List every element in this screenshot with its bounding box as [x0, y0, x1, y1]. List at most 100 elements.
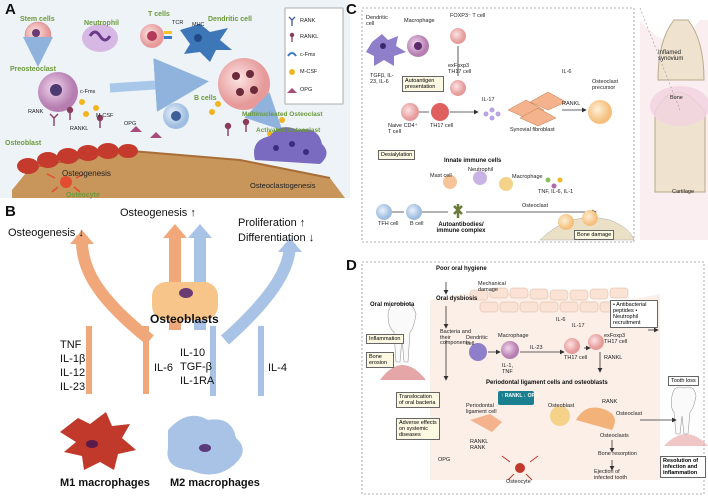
label-cfms: c-Fms [80, 89, 96, 95]
d-label-pdl-cell: Periodontal ligament cell [466, 403, 497, 415]
c-box-desialylation: Desialylation [378, 150, 416, 161]
panel-d-frame [361, 261, 705, 495]
label-b-cells: B cells [194, 95, 217, 102]
d-label-osteoblast: Osteoblast [548, 403, 575, 409]
c-label-tfh: TFH cell [378, 221, 399, 227]
d-step-ejection: Ejection of infected tooth [594, 469, 628, 481]
panel-b-letter: B [5, 203, 16, 220]
c-macrophage-2 [499, 177, 513, 191]
label-osteogenesis-down: Osteogenesis ↓ [8, 227, 84, 239]
m2-macrophage-shape [167, 415, 243, 475]
label-mcsf-a: M-CSF [96, 113, 114, 119]
preosteoclast-cell [38, 72, 78, 112]
label-preosteoclast: Preosteoclast [10, 66, 56, 73]
c-label-il6: IL-6 [562, 69, 572, 75]
label-neutrophil: Neutrophil [84, 20, 119, 27]
opg-markers [130, 126, 162, 138]
osteoblast-row [17, 143, 138, 174]
c-label-tnf: TNF, IL-6, IL-1 [538, 189, 574, 195]
cytokine-il4: IL-4 [268, 362, 287, 374]
d-label-il6: IL-6 [556, 317, 566, 323]
label-osteoblasts-b: Osteoblasts [150, 312, 219, 326]
d-pdl-cell [470, 414, 502, 432]
cytokine-bar-il4 [258, 326, 264, 396]
label-osteocyte: Osteocyte [66, 192, 100, 199]
d-box-tooth-loss: Tooth loss [668, 376, 699, 387]
cytokine-m1-2: IL-12 [60, 367, 86, 379]
legend-a-rank: RANK [300, 18, 316, 24]
label-rankl-a: RANKL [70, 126, 89, 132]
label-m2-macrophages: M2 macrophages [170, 477, 260, 489]
panel-d-letter: D [346, 257, 357, 274]
cytokine-il6: IL-6 [154, 362, 173, 374]
legend-a-cfms: c-Fms [300, 52, 316, 58]
d-label-osteocyte: Osteocyte [506, 479, 531, 485]
stem-cell [24, 21, 52, 49]
panel-c-letter: C [346, 1, 357, 18]
arrow-to-activated [244, 92, 283, 131]
label-osteoblast-a: Osteoblast [5, 140, 42, 147]
c-label-exfoxp3: exFoxp3 TH17 cell [448, 63, 472, 75]
d-label-il1tnf: IL-1, TNF [502, 363, 514, 375]
label-m1-macrophages: M1 macrophages [60, 477, 150, 489]
c-box-autoantigen: Autoantigen presentation [402, 76, 444, 93]
c-antibody [453, 204, 463, 218]
c-label-precursor: Osteoclast precursor [592, 79, 618, 91]
arrow-to-multinucleated [109, 58, 209, 112]
d-box-adverse: Adverse effects on systemic diseases [396, 418, 440, 441]
d-label-rankl-opg: ↑ RANKL ↓ OPG [501, 393, 539, 399]
label-differentiation: Differentiation ↓ [238, 232, 315, 244]
arrow-proliferation [221, 243, 296, 345]
d-box-erosion: Bone erosion [366, 352, 394, 369]
c-tnf-dots [545, 177, 563, 189]
c-label-tgf: TGFβ, IL-23, IL-6 [370, 73, 394, 85]
c-label-cartilage: Cartilage [672, 189, 695, 195]
c-synovial-fibroblasts [507, 91, 567, 127]
cytokine-bar-il6 [143, 326, 149, 394]
c-dendritic-cell [366, 34, 406, 66]
label-rank-a: RANK [28, 109, 44, 115]
d-box-translocation: Translocation of oral bacteria [396, 392, 440, 409]
c-osteoclast-precursor [588, 100, 612, 124]
d-label-bacteria: Bacteria and their components [440, 329, 471, 346]
d-box-antibacterial: • Antibacterial peptides • Neutrophil re… [610, 300, 658, 329]
label-stem-cells: Stem cells [20, 16, 55, 23]
d-rankl-opg-badge [498, 391, 534, 405]
panel-b [60, 224, 302, 475]
label-tcr: TCR [172, 20, 184, 26]
multinucleated-osteoclast [218, 58, 270, 110]
d-dendritic-cell [469, 343, 487, 361]
c-th17-cell [431, 103, 449, 121]
c-label-innate: Innate immune cells [444, 158, 502, 164]
cytokine-bar-m2 [210, 326, 216, 396]
cytokine-bar-m1 [86, 326, 92, 394]
d-tooth-right [664, 386, 708, 446]
label-t-cells: T cells [148, 11, 170, 18]
b-cell [163, 103, 189, 129]
d-macrophage [501, 341, 519, 359]
cytokine-m1-1: IL-1β [60, 353, 86, 365]
panel-a-letter: A [5, 1, 16, 18]
d-tooth-left [380, 302, 426, 380]
cytokine-m2-0: IL-10 [180, 347, 206, 359]
c-exfoxp3-cell [450, 80, 466, 96]
m1-macrophage-shape [60, 412, 136, 470]
c-label-mast: Mast cell [430, 173, 452, 179]
label-activated-osteoclast: Activated Osteoclast [256, 127, 321, 134]
d-osteocyte [501, 455, 539, 481]
legend-a-opg: OPG [300, 87, 313, 93]
c-label-neutrophil: Neutrophil [468, 167, 494, 173]
c-il17-dots [483, 107, 501, 121]
d-label-opg: OPG [438, 457, 451, 463]
d-label-dysbiosis: Oral dysbiosis [436, 296, 478, 302]
legend-a-rankl: RANKL [300, 34, 319, 40]
d-box-resolution: Resolution of infection and inflammation [660, 456, 706, 479]
c-box-bone-damage: Bone damage [574, 230, 615, 241]
d-label-microbiota: Oral microbiota [370, 302, 415, 308]
c-label-b-cell: B cell [410, 221, 424, 227]
cytokine-m1-0: TNF [60, 339, 82, 351]
c-label-rankl: RANKL [562, 101, 581, 107]
label-osteogenesis-up: Osteogenesis ↑ [120, 207, 196, 219]
